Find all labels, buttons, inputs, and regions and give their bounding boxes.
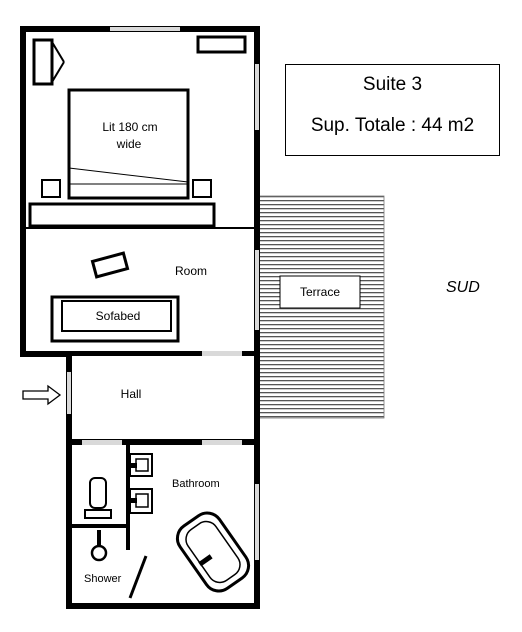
bathtub-icon [175, 511, 251, 593]
suite-title: Suite 3 [362, 74, 423, 95]
nightstand-left [41, 179, 61, 198]
bedroom-furniture [28, 35, 247, 343]
bed-label-line1: Lit 180 cm [102, 120, 157, 134]
orientation-label: SUD [446, 279, 480, 296]
desk [32, 38, 54, 86]
shelf [196, 35, 247, 54]
shower-head-icon [90, 530, 108, 562]
sink-icon-2 [129, 488, 153, 514]
bed [67, 88, 190, 200]
toilet-icon [84, 477, 112, 519]
coffee-table [90, 251, 130, 279]
terrace-label-box [279, 275, 361, 309]
total-area: Sup. Totale : 44 m2 [310, 115, 475, 136]
sofabed [50, 295, 180, 343]
nightstand-right [192, 179, 212, 198]
bed-label-line2: wide [116, 137, 142, 151]
shower-label: Shower [84, 573, 122, 585]
windows [67, 27, 259, 560]
headboard-bench [28, 202, 216, 228]
room-label: Room [175, 264, 207, 278]
terrace-label: Terrace [300, 285, 340, 299]
bathroom-fixtures [84, 453, 251, 599]
sink-icon [129, 453, 153, 477]
hall-label: Hall [121, 387, 142, 401]
sofabed-label: Sofabed [96, 309, 141, 323]
suite-info-box: Suite 3 Sup. Totale : 44 m2 [285, 64, 500, 156]
shower-door [128, 555, 148, 599]
bathroom-label: Bathroom [172, 478, 220, 490]
entrance-arrow-icon [22, 384, 62, 406]
